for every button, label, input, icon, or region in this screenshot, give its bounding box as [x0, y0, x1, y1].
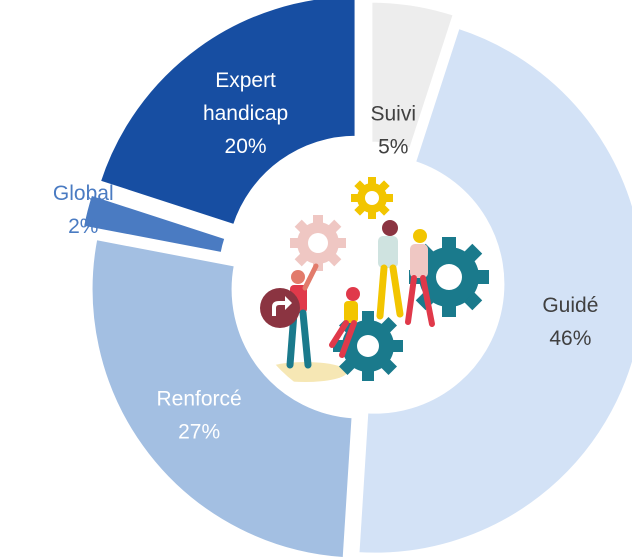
slice-label: Global 2% [53, 182, 114, 238]
slice-label: Guidé 46% [542, 294, 598, 350]
slice-percent: 46% [549, 327, 591, 350]
pie-slice-expert-handicap [97, 0, 358, 228]
slice-labels: Suivi 5% Guidé 46% Renforcé 27% Global 2% Expert… [53, 69, 598, 443]
slice-category: handicap [203, 102, 288, 125]
slice-percent: 5% [378, 135, 408, 158]
slices [80, 0, 632, 558]
slice-label: Expert handicap 20% [203, 69, 288, 158]
pie-slice-renforc- [89, 236, 355, 558]
slice-percent: 27% [178, 420, 220, 443]
pie-slice-suivi [369, 0, 457, 152]
person-figure [405, 229, 435, 327]
slice-percent: 20% [225, 135, 267, 158]
slice-percent: 2% [68, 215, 98, 238]
slice-label: Renforcé 27% [157, 387, 242, 443]
slice-label: Suivi 5% [370, 102, 416, 158]
pie-slice-global [80, 192, 228, 256]
slice-category: Expert [215, 69, 276, 92]
center-illustration [243, 157, 495, 409]
slice-category: Global [53, 182, 114, 205]
slice-category: Suivi [370, 102, 416, 125]
pie-slice-guid- [356, 25, 632, 556]
slice-category: Renforcé [157, 387, 242, 410]
person-figure [329, 287, 360, 358]
teal-gear-icon [333, 311, 403, 381]
slice-category: Guidé [542, 294, 598, 317]
yellow-gear-icon [351, 177, 393, 219]
share-arrow-icon [260, 288, 300, 328]
pink-gear-icon [290, 215, 346, 271]
person-figure [376, 220, 404, 320]
